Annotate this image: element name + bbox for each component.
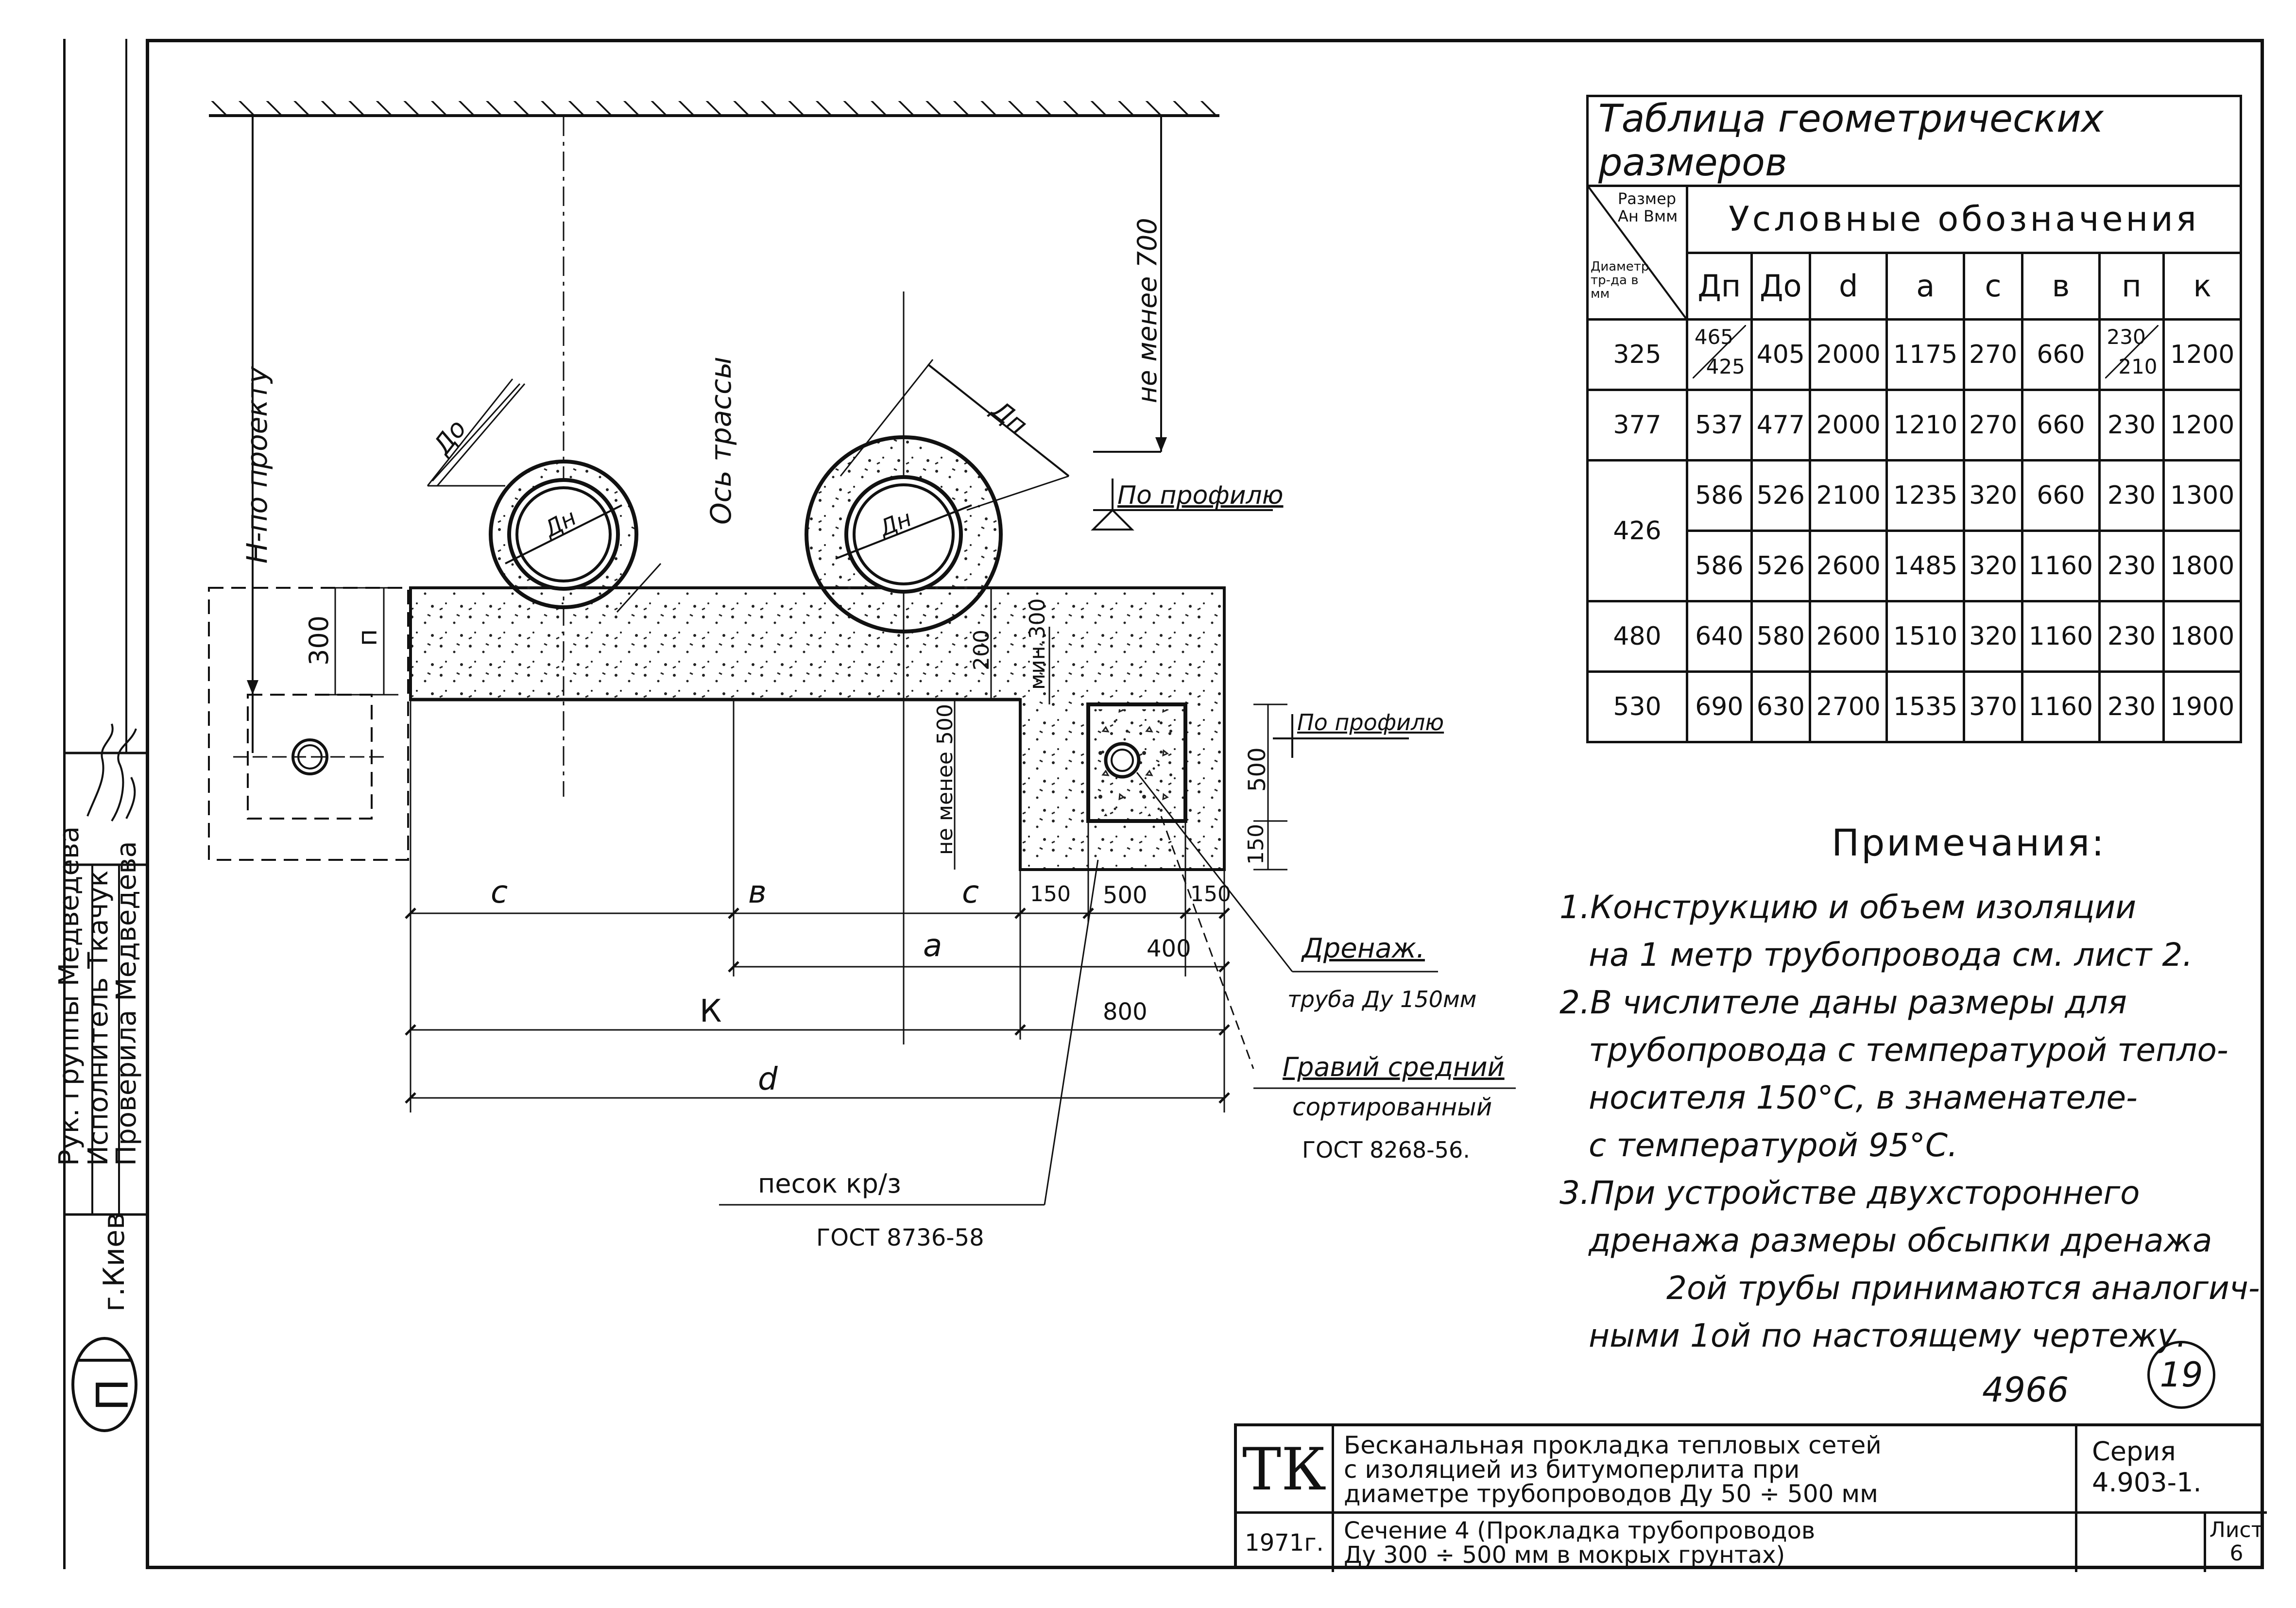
- table-title: Таблица геометрических размеров: [1586, 95, 2242, 187]
- not-less-700-label: не менее 700: [1132, 218, 1163, 403]
- note-line: с температурой 95°С.: [1589, 1127, 1958, 1164]
- dim-a: а: [923, 928, 942, 964]
- org-code: ТК: [1237, 1426, 1334, 1514]
- by-profile-label-2: По профилю: [1297, 709, 1444, 736]
- drawing-subtitle: Сечение 4 (Прокладка трубопроводов Ду 30…: [1334, 1514, 2077, 1572]
- sand-label-1: песок кр/з: [758, 1168, 901, 1199]
- note-line: на 1 метр трубопровода см. лист 2.: [1589, 936, 2193, 974]
- col-k: к: [2162, 251, 2242, 321]
- notes-title: Примечания:: [1832, 821, 2106, 864]
- col-a: a: [1885, 251, 1965, 321]
- table-row: 426 586 526 2100 1235 320 660 230 1300: [1586, 459, 2242, 602]
- dim-d: d: [758, 1061, 778, 1097]
- dim-200: 200: [969, 630, 994, 670]
- dim-b: в: [748, 874, 767, 910]
- ground-surface: [209, 101, 1219, 117]
- track-axis-label: Ось трассы: [704, 357, 737, 525]
- col-do: Дo: [1750, 251, 1811, 321]
- side-stamp-lines: [63, 39, 146, 1216]
- title-block: ТК 1971г. Бесканальная прокладка тепловы…: [1234, 1423, 2267, 1572]
- col-d: d: [1808, 251, 1888, 321]
- dim-c-left: с: [491, 874, 508, 910]
- note-line: 2.В числителе даны размеры для: [1559, 984, 2127, 1021]
- note-line: 1.Конструкцию и объем изоляции: [1559, 889, 2137, 926]
- note-line: 3.При устройстве двухстороннего: [1559, 1174, 2140, 1212]
- table-corner-top: Размер Ан Вмм: [1618, 189, 1678, 225]
- series-cell: Серия 4.903-1.: [2077, 1426, 2267, 1514]
- group-header: Условные обозначения: [1686, 185, 2242, 254]
- dim-150-a: 150: [1030, 882, 1071, 907]
- table-row: 586 526 2600 1485 320 1160 230 1800: [1588, 530, 2242, 602]
- geometric-sizes-table: Таблица геометрических размеров Размер А…: [1586, 95, 2242, 743]
- dim-500-v: 500: [1244, 747, 1271, 792]
- drain-pipe-label: труба Ду 150мм: [1287, 986, 1477, 1012]
- drain-pipe: [1104, 742, 1141, 779]
- table-corner-cell: Размер Ан Вмм Диаметр тр-да в мм: [1586, 185, 1688, 321]
- sheet-cell: Лист 6: [2204, 1514, 2267, 1572]
- sheet-number-circle: 19: [2147, 1341, 2215, 1409]
- note-line: носителя 150°С, в знаменателе-: [1589, 1079, 2138, 1116]
- left-trench-outline: [208, 587, 409, 861]
- table-row: 377 537 477 2000 1210 270 660 230 1200: [1586, 389, 2242, 462]
- signature-marks: [86, 723, 137, 822]
- notes-block: Примечания: 1.Конструкцию и объем изоляц…: [1559, 821, 2260, 1360]
- gravel-leader: [1160, 816, 1254, 1069]
- doc-number: 4966: [1982, 1370, 2069, 1410]
- note-line: ными 1ой по настоящему чертежу.: [1589, 1317, 2187, 1354]
- by-profile-label-1: По профилю: [1117, 481, 1284, 510]
- year: 1971г.: [1237, 1514, 1334, 1572]
- section-drawing: [208, 101, 1516, 1206]
- gravel-label-2: сортированный: [1292, 1093, 1492, 1121]
- dim-500-h: 500: [1103, 882, 1148, 909]
- sand-label-2: ГОСТ 8736-58: [816, 1224, 984, 1251]
- h-project-label: H-по проекту: [240, 366, 274, 564]
- drainage-leader: [1136, 772, 1293, 972]
- sheet-frame: [146, 39, 2264, 1569]
- table-row: 480 640 580 2600 1510 320 1160 230 1800: [1586, 600, 2242, 673]
- table-corner-bottom: Диаметр тр-да в мм: [1591, 259, 1649, 301]
- note-line: 2ой трубы принимаются аналогич-: [1666, 1269, 2260, 1307]
- col-c: c: [1962, 251, 2024, 321]
- note-line: дренажа размеры обсыпки дренажа: [1589, 1222, 2212, 1259]
- left-stamp-strip: [63, 39, 146, 1569]
- col-n: п: [2098, 251, 2165, 321]
- dim-K: К: [700, 993, 722, 1029]
- institute-logo-letter: П: [87, 1378, 138, 1411]
- dim-n: п: [352, 629, 383, 646]
- col-dp: Дп: [1686, 251, 1753, 321]
- drainage-label: Дренаж.: [1302, 933, 1425, 964]
- dim-150-v: 150: [1244, 824, 1268, 865]
- left-pipe: [427, 378, 662, 613]
- sand-leader: [1044, 859, 1099, 1205]
- gravel-label-1: Гравий средний: [1283, 1052, 1505, 1082]
- table-row: 530 690 630 2700 1535 370 1160 230 1900: [1586, 670, 2242, 743]
- dim-400: 400: [1147, 935, 1191, 962]
- dimension-ticks: [405, 907, 1230, 1104]
- min-300-label: мин.300: [1025, 598, 1050, 690]
- dim-150-b: 150: [1190, 882, 1231, 907]
- institute-logo-icon: [71, 1337, 137, 1432]
- dim-300: 300: [304, 615, 334, 666]
- col-b: в: [2021, 251, 2101, 321]
- note-line: трубопровода с температурой тепло-: [1589, 1031, 2228, 1069]
- right-pipe: [805, 359, 1070, 633]
- not-less-500-label: не менее 500: [933, 704, 958, 855]
- drain-gravel-box: [1086, 702, 1187, 823]
- gravel-label-3: ГОСТ 8268-56.: [1302, 1137, 1470, 1163]
- dim-800: 800: [1103, 998, 1148, 1026]
- drawing-title: Бесканальная прокладка тепловых сетей с …: [1334, 1426, 2077, 1514]
- dim-c-right: с: [962, 874, 979, 910]
